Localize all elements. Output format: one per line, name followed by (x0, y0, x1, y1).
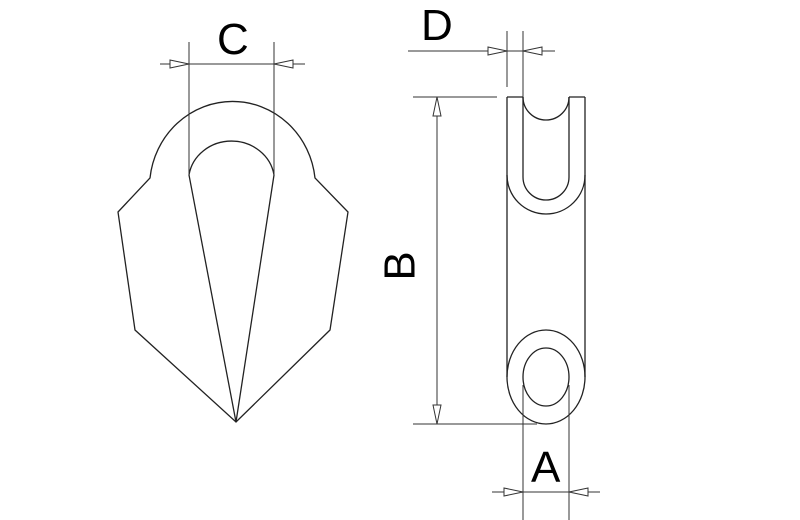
dimension-a (492, 385, 600, 520)
label-a: A (531, 443, 561, 492)
label-c: C (217, 15, 249, 64)
label-d: D (421, 1, 453, 50)
dimension-d (408, 31, 555, 97)
front-view (117, 100, 349, 423)
side-view (506, 96, 586, 425)
dimension-c (160, 42, 305, 175)
label-b: B (375, 251, 425, 281)
dimension-b (413, 96, 537, 425)
